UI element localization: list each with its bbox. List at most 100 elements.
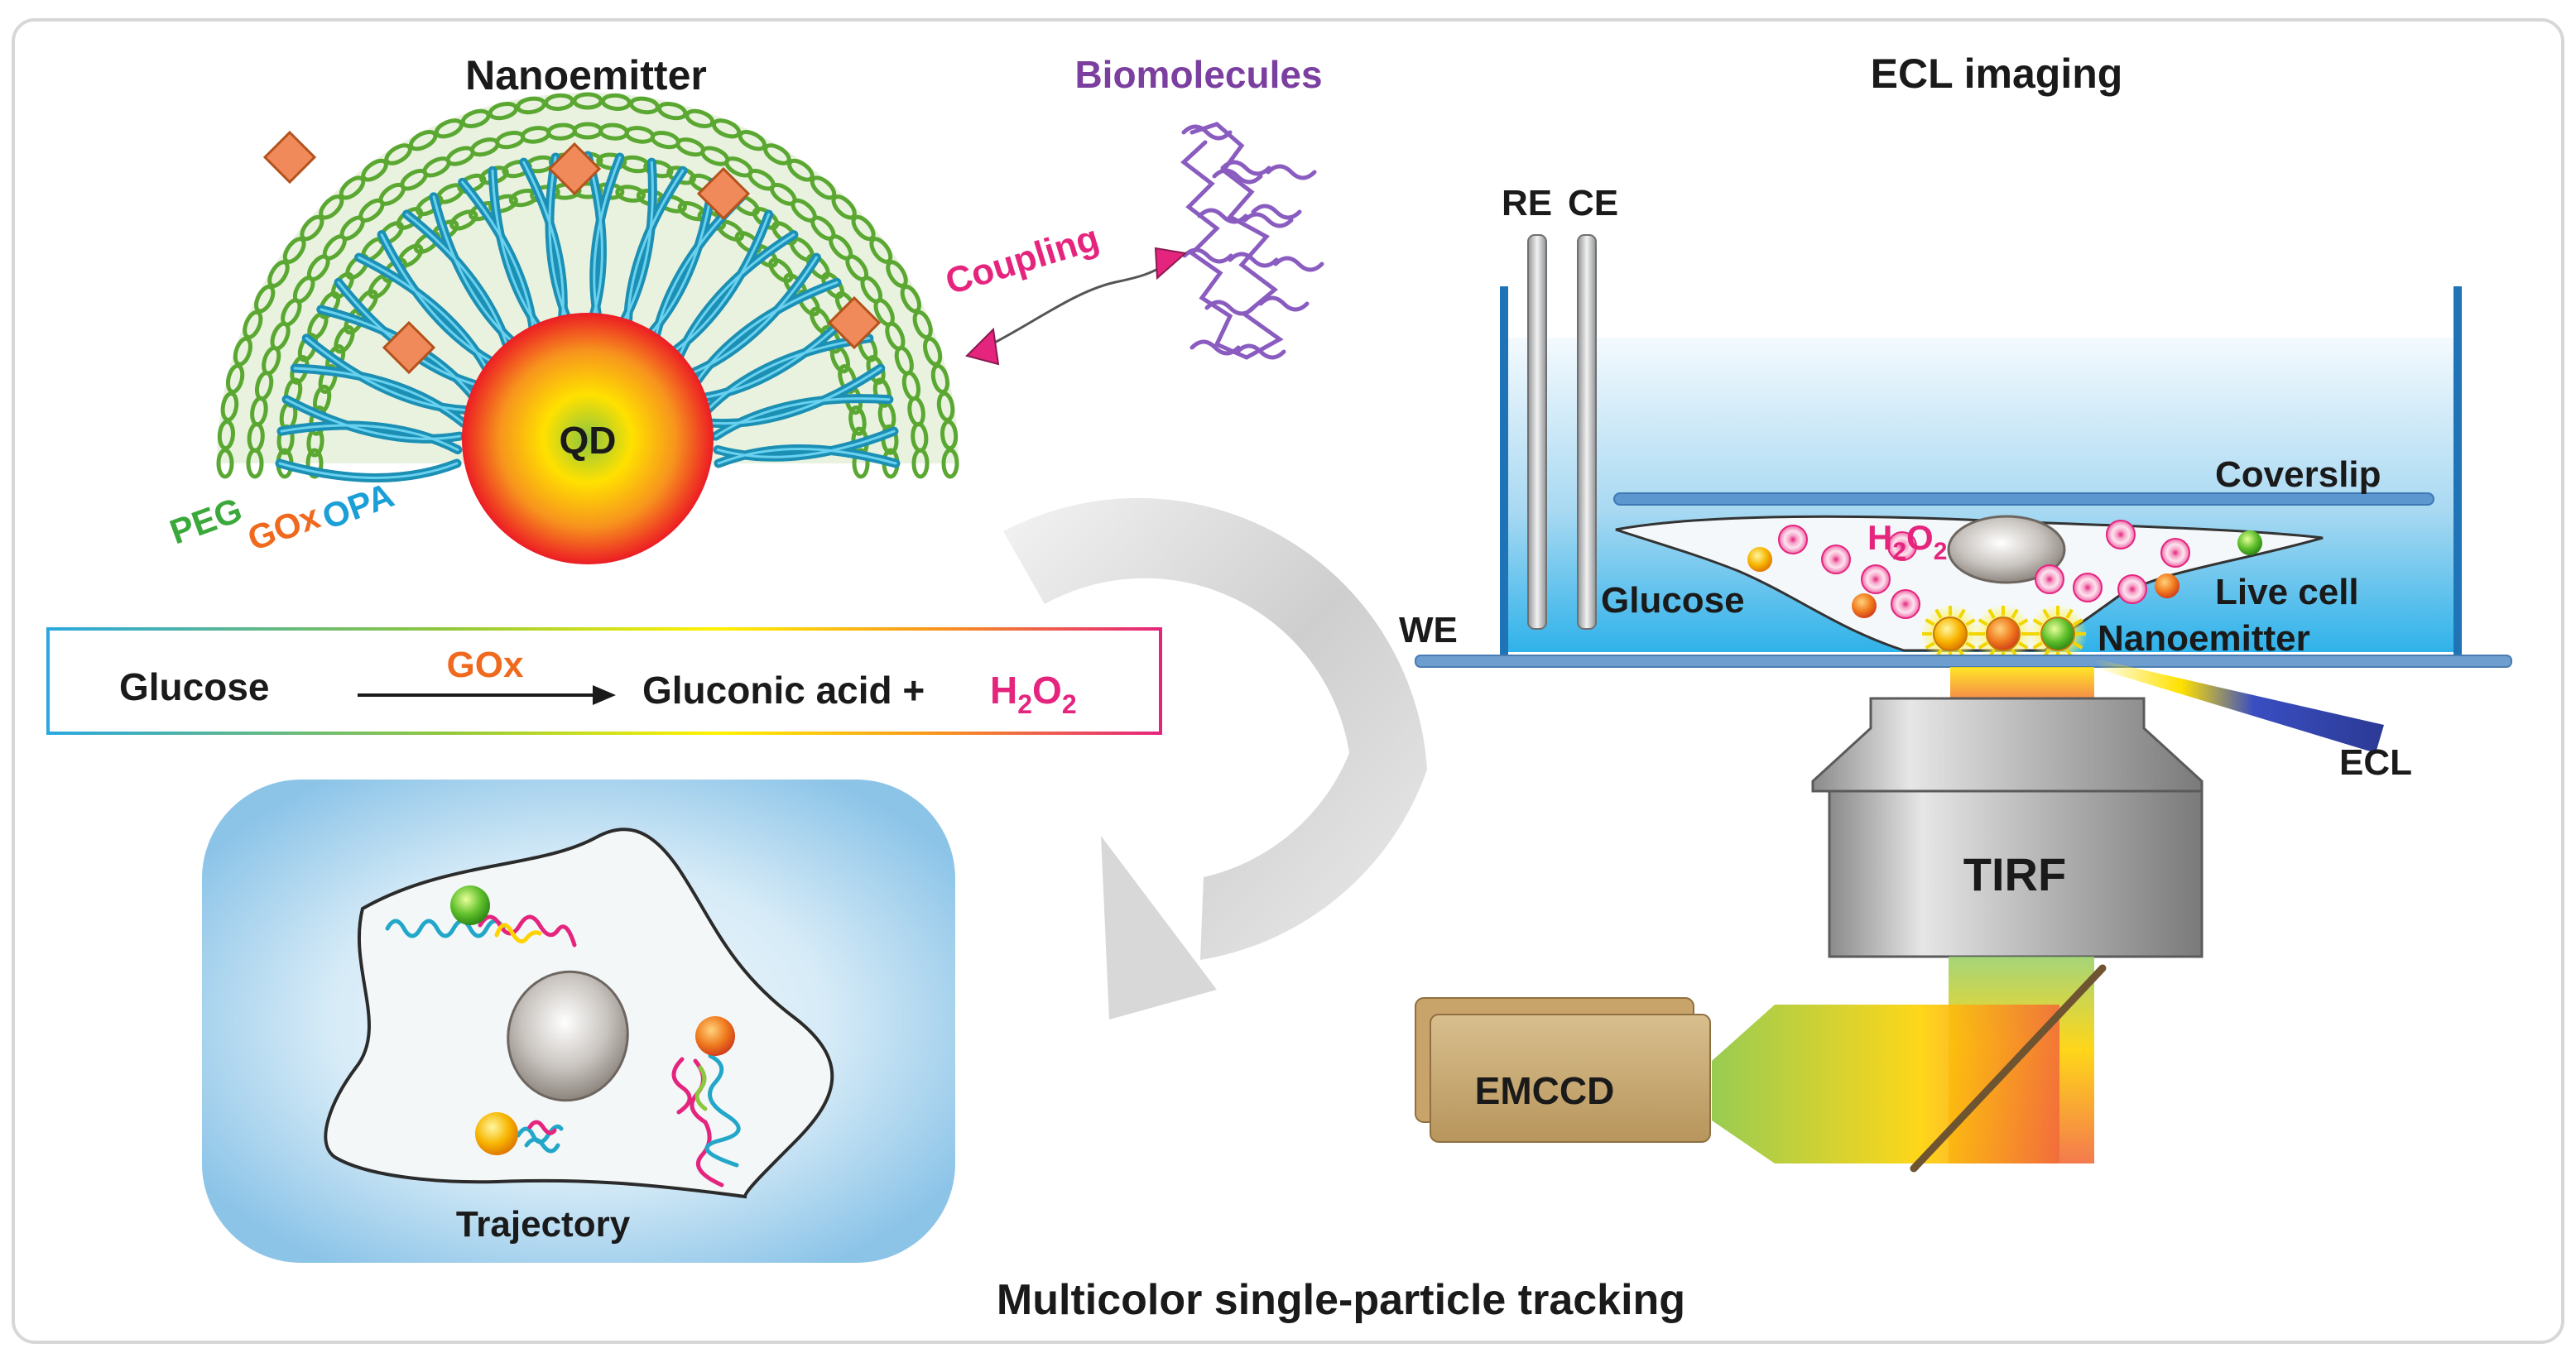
opa-strand-highlight (692, 281, 839, 388)
ecl-imaging-setup: ECL imaging RE CE Coverslip H2O2 Glucose… (1399, 50, 2512, 1173)
protein-helix (1258, 295, 1310, 312)
opa-strand-highlight (663, 213, 771, 359)
h2o2-molecule (2073, 573, 2103, 602)
protein-helix (1228, 252, 1279, 268)
ecl-imaging-title: ECL imaging (1871, 50, 2123, 97)
quantum-dot-core (462, 313, 714, 564)
opa-strand-highlight (714, 397, 891, 438)
peg-loop (797, 289, 820, 317)
reaction-equation: Glucose GOx Gluconic acid + H2O2 (46, 627, 1162, 735)
protein-helix (1182, 247, 1233, 264)
reaction-h2o2: H2O2 (990, 669, 1077, 719)
trajectory-path-1a (385, 919, 506, 938)
cell-wall-right (2453, 286, 2462, 655)
reaction-arrowhead (593, 685, 616, 705)
opa-strand-highlight (293, 367, 465, 425)
live-cell-nucleus (1947, 515, 2066, 584)
gox-enzyme (547, 142, 602, 196)
cycle-arrow-head (1101, 836, 1217, 1020)
coverslip-label: Coverslip (2215, 454, 2381, 495)
peg-loop (852, 448, 870, 479)
trajectory-path-1c (494, 923, 542, 944)
emission-ray (1958, 608, 1966, 619)
emission-ray (2073, 641, 2083, 650)
active-nanoemitters (1920, 604, 2088, 664)
emccd-camera (1430, 1014, 1711, 1143)
re-label: RE (1502, 183, 1552, 223)
protein-ribbon (1180, 122, 1284, 360)
protein-helix (1181, 124, 1233, 141)
protein-helix (1197, 208, 1248, 224)
emission-ray (2032, 618, 2043, 626)
gox-enzyme (262, 130, 317, 185)
reaction-box (46, 627, 1162, 735)
h2o2-molecule (2117, 574, 2147, 604)
opa-strand-highlight (716, 429, 896, 458)
nanoemitter-graphic: QD Nanoemitter PEG GOx OPA (165, 52, 959, 564)
peg-loop (355, 289, 378, 317)
emission-ray (1987, 608, 1996, 619)
live-cell-marker-orange (2155, 573, 2180, 598)
gox-enzyme (696, 166, 751, 221)
opa-strand-highlight (285, 398, 461, 440)
emission-ray (1965, 618, 1976, 626)
opa-strand-highlight (491, 169, 549, 341)
ecl-label: ECL (2339, 742, 2412, 783)
opa-strand-highlight (405, 213, 512, 359)
emission-ray (2073, 618, 2083, 626)
h2o2-molecule (1778, 525, 1808, 554)
dichroic-mirror (1910, 964, 2107, 1173)
protein-helix (1189, 339, 1241, 356)
coupling-tip-right (1154, 247, 1188, 281)
cell-nucleus (507, 970, 629, 1102)
opa-strand-highlight (683, 256, 818, 377)
ce-label: CE (1568, 183, 1618, 223)
h2o2-molecule (2035, 564, 2064, 594)
orange-nanoemitter (695, 1016, 735, 1056)
live-cell-label: Live cell (2215, 572, 2359, 612)
gox-enzyme (382, 320, 436, 375)
h2o2-molecule (1861, 564, 1891, 594)
opa-strand-highlight (461, 180, 536, 346)
peg-loop (768, 257, 794, 283)
nanoemitter-title: Nanoemitter (465, 52, 707, 98)
opa-strand-highlight (710, 367, 882, 425)
objective-body (1828, 789, 2204, 958)
peg-loop (334, 324, 355, 354)
active-nanoemitter (1986, 617, 2021, 651)
protein-helix (1204, 300, 1256, 316)
opa-strand-highlight (305, 337, 470, 412)
peg-loop (838, 364, 858, 394)
protein-helix (1235, 343, 1286, 360)
coupling-link (984, 265, 1163, 349)
peg-loop (488, 194, 518, 214)
trajectory-panel: Trajectory (202, 780, 955, 1263)
peg-loop (911, 448, 930, 479)
gox-diamonds (262, 130, 882, 375)
qd-label: QD (560, 419, 617, 462)
trajectory-label: Trajectory (456, 1204, 631, 1245)
opa-strand-highlight (717, 448, 897, 465)
peg-loop (449, 209, 478, 231)
h2o2-molecules (1778, 520, 2190, 619)
emission-ray (1934, 608, 1943, 619)
trajectory-path-3b (527, 1120, 557, 1135)
tirf-label: TIRF (1963, 848, 2066, 900)
glucose-marker-orange (1852, 593, 1877, 618)
opa-strand-highlight (280, 424, 459, 451)
h2o2-molecule (1887, 531, 1917, 561)
protein-helix (1212, 168, 1263, 185)
peg-loop (657, 194, 687, 214)
green-nanoemitter (450, 885, 490, 925)
h2o2-label: H2O2 (1867, 518, 1947, 565)
nanoemitter-label: Nanoemitter (2098, 618, 2310, 659)
cycle-arrow-body (1003, 497, 1427, 960)
emission-ray (1965, 641, 1976, 650)
opa-strand-highlight (358, 256, 493, 377)
opa-strand-highlight (674, 233, 795, 368)
live-cell-marker-green (2237, 530, 2262, 555)
trajectory-path-2b (704, 1053, 741, 1168)
reaction-reactant: Glucose (119, 665, 270, 708)
peg-loop (318, 364, 338, 394)
